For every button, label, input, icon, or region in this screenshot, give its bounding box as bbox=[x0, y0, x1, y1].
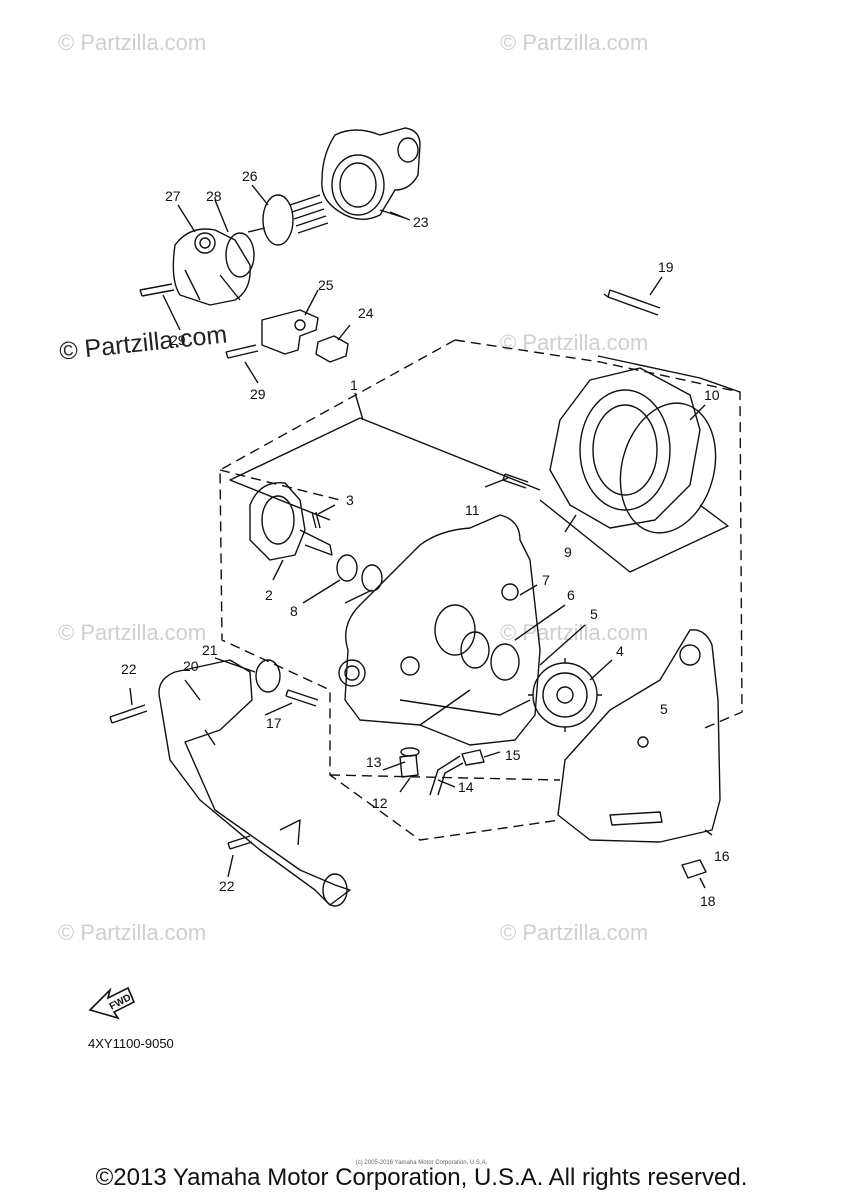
watermark: © Partzilla.com bbox=[500, 920, 649, 945]
fitting-15 bbox=[461, 749, 485, 766]
part-code: 4XY1100-9050 bbox=[88, 1036, 174, 1051]
bolt-17 bbox=[285, 689, 319, 707]
drain-bolt-12 bbox=[399, 754, 419, 778]
thermostat-spring bbox=[289, 194, 329, 234]
callout-9: 9 bbox=[564, 544, 572, 560]
callout-5: 5 bbox=[590, 606, 598, 622]
callout-11: 11 bbox=[465, 502, 480, 518]
dowel-18 bbox=[681, 859, 707, 879]
washer-13 bbox=[400, 747, 420, 757]
water-pipe-20 bbox=[158, 659, 351, 906]
callout-8: 8 bbox=[290, 603, 298, 619]
assembly-outline bbox=[219, 339, 743, 841]
callout-13: 13 bbox=[366, 754, 382, 770]
bolt-19 bbox=[603, 289, 661, 316]
nut-24 bbox=[315, 335, 349, 363]
housing-cover-9 bbox=[549, 367, 701, 529]
seal-8b bbox=[361, 564, 383, 592]
callout-24: 24 bbox=[358, 305, 374, 321]
watermark: © Partzilla.com bbox=[500, 30, 649, 55]
callout-22-left: 22 bbox=[121, 661, 137, 677]
callout-14: 14 bbox=[458, 779, 474, 795]
o-ring-21 bbox=[255, 659, 281, 693]
bolt-29-upper bbox=[139, 283, 175, 297]
callout-23: 23 bbox=[413, 214, 429, 230]
watermark: © Partzilla.com bbox=[58, 920, 207, 945]
callout-7: 7 bbox=[542, 572, 550, 588]
callout-22-bottom: 22 bbox=[219, 878, 235, 894]
crankcase-cover bbox=[344, 514, 541, 746]
impeller-2 bbox=[249, 481, 306, 561]
leader-lines bbox=[129, 184, 713, 889]
bolt-22-bottom bbox=[227, 835, 253, 850]
gasket-16 bbox=[557, 629, 721, 843]
callout-28: 28 bbox=[206, 188, 222, 204]
callout-5b: 5 bbox=[660, 701, 668, 717]
callout-19: 19 bbox=[658, 259, 674, 275]
callout-12: 12 bbox=[372, 795, 388, 811]
tiny-notice: (c) 2005-2016 Yamaha Motor Corporation, … bbox=[355, 1160, 488, 1166]
callout-21: 21 bbox=[202, 642, 218, 658]
callout-25: 25 bbox=[318, 277, 334, 293]
o-ring-10 bbox=[619, 402, 717, 534]
callout-29-upper: 29 bbox=[170, 332, 186, 348]
watermark: © Partzilla.com bbox=[58, 620, 207, 645]
watermark: © Partzilla.com bbox=[58, 30, 207, 55]
bolt-11 bbox=[502, 473, 529, 489]
bolt-22-left bbox=[109, 704, 148, 724]
callout-17: 17 bbox=[266, 715, 282, 731]
callout-15: 15 bbox=[505, 747, 521, 763]
bracket-25 bbox=[261, 309, 319, 355]
pipe-14 bbox=[429, 755, 464, 796]
callout-1: 1 bbox=[350, 377, 358, 393]
assembly-outline-inner bbox=[219, 469, 561, 781]
callout-26: 26 bbox=[242, 168, 258, 184]
callout-20: 20 bbox=[183, 658, 199, 674]
callout-27: 27 bbox=[165, 188, 181, 204]
callout-18: 18 bbox=[700, 893, 716, 909]
fwd-arrow bbox=[88, 986, 136, 1020]
callout-16: 16 bbox=[714, 848, 730, 864]
thermostat-housing bbox=[321, 127, 421, 220]
callout-29-lower: 29 bbox=[250, 386, 266, 402]
callout-2: 2 bbox=[265, 587, 273, 603]
callout-4: 4 bbox=[616, 643, 624, 659]
callout-10: 10 bbox=[704, 387, 720, 403]
seal-8a bbox=[336, 554, 358, 582]
copyright-footer: ©2013 Yamaha Motor Corporation, U.S.A. A… bbox=[95, 1164, 748, 1191]
callout-6: 6 bbox=[567, 587, 575, 603]
bolt-29-lower bbox=[225, 344, 259, 359]
pin-3 bbox=[311, 511, 321, 529]
thermostat-cover bbox=[172, 228, 251, 306]
callout-3: 3 bbox=[346, 492, 354, 508]
